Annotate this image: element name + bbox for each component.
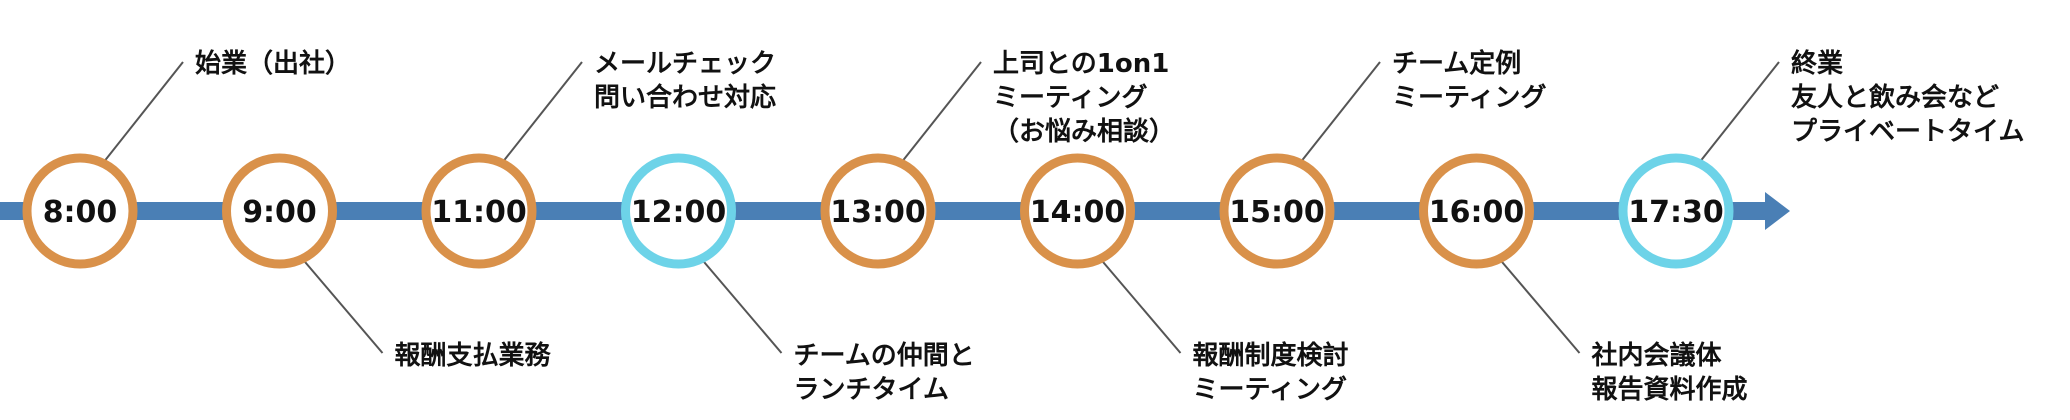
annotation-block: 始業（出社） — [195, 48, 351, 79]
axis-arrowhead — [1765, 192, 1790, 230]
annotation-line: ミーティング — [993, 83, 1147, 113]
time-nodes: 8:00 9:00 11:00 12:00 13:00 14:00 15:00 16:00 17… — [22, 153, 1734, 269]
node-ring — [1419, 153, 1534, 269]
node-time-label: 9:00 — [242, 195, 317, 230]
connector-line — [1498, 258, 1581, 354]
time-node: 15:00 — [1219, 153, 1335, 269]
time-node: 16:00 — [1419, 153, 1534, 269]
annotation-line: チームの仲間と — [794, 341, 975, 371]
annotation-line: 上司との1on1 — [993, 49, 1169, 79]
annotation-line: チーム定例 — [1392, 48, 1521, 79]
node-ring — [1618, 153, 1734, 269]
annotation-line: 友人と飲み会など — [1791, 82, 1999, 113]
node-time-label: 12:00 — [631, 195, 727, 230]
annotation-line: 報告資料作成 — [1592, 375, 1748, 405]
annotation-line: 終業 — [1791, 48, 1843, 79]
annotation-line: 報酬支払業務 — [395, 341, 552, 371]
connector-line — [102, 61, 184, 164]
connector-line — [900, 61, 982, 164]
node-time-label: 15:00 — [1229, 195, 1325, 230]
node-time-label: 14:00 — [1030, 195, 1126, 230]
time-node: 12:00 — [621, 153, 736, 269]
connector-lines — [102, 61, 1780, 354]
node-ring — [1020, 153, 1135, 269]
annotation-line: ミーティング — [1193, 375, 1347, 405]
time-node: 8:00 — [22, 153, 138, 269]
annotation-line: メールチェック — [594, 49, 776, 79]
time-node: 11:00 — [421, 153, 537, 269]
annotation-line: （お悩み相談） — [993, 116, 1175, 147]
node-ring — [1219, 153, 1335, 269]
connector-line — [700, 258, 783, 354]
connector-line — [301, 258, 384, 354]
annotation-line: 問い合わせ対応 — [594, 82, 776, 113]
time-node: 9:00 — [222, 153, 337, 269]
annotation-line: プライベートタイム — [1791, 117, 2024, 147]
node-time-label: 17:30 — [1628, 195, 1724, 230]
node-ring — [222, 153, 337, 269]
annotation-line: ミーティング — [1392, 83, 1546, 113]
time-node: 17:30 — [1618, 153, 1734, 269]
node-time-label: 16:00 — [1429, 195, 1525, 230]
annotation-line: 始業（出社） — [195, 48, 351, 79]
node-time-label: 13:00 — [830, 195, 926, 230]
node-ring — [820, 153, 936, 269]
node-ring — [621, 153, 736, 269]
node-ring — [421, 153, 537, 269]
node-time-label: 11:00 — [431, 195, 527, 230]
connector-line — [501, 61, 583, 164]
node-time-label: 8:00 — [43, 195, 118, 230]
annotation-line: ランチタイム — [794, 375, 949, 405]
annotation-block: 報酬支払業務 — [395, 341, 552, 371]
annotation-line: 社内会議体 — [1592, 340, 1723, 371]
annotation-line: 報酬制度検討 — [1193, 340, 1349, 371]
connector-line — [1099, 258, 1182, 354]
annotation-block: 上司との1on1 ミーティング（お悩み相談） — [993, 49, 1175, 147]
time-node: 14:00 — [1020, 153, 1135, 269]
connector-line — [1299, 61, 1381, 164]
time-node: 13:00 — [820, 153, 936, 269]
node-ring — [22, 153, 138, 269]
connector-line — [1698, 61, 1780, 164]
